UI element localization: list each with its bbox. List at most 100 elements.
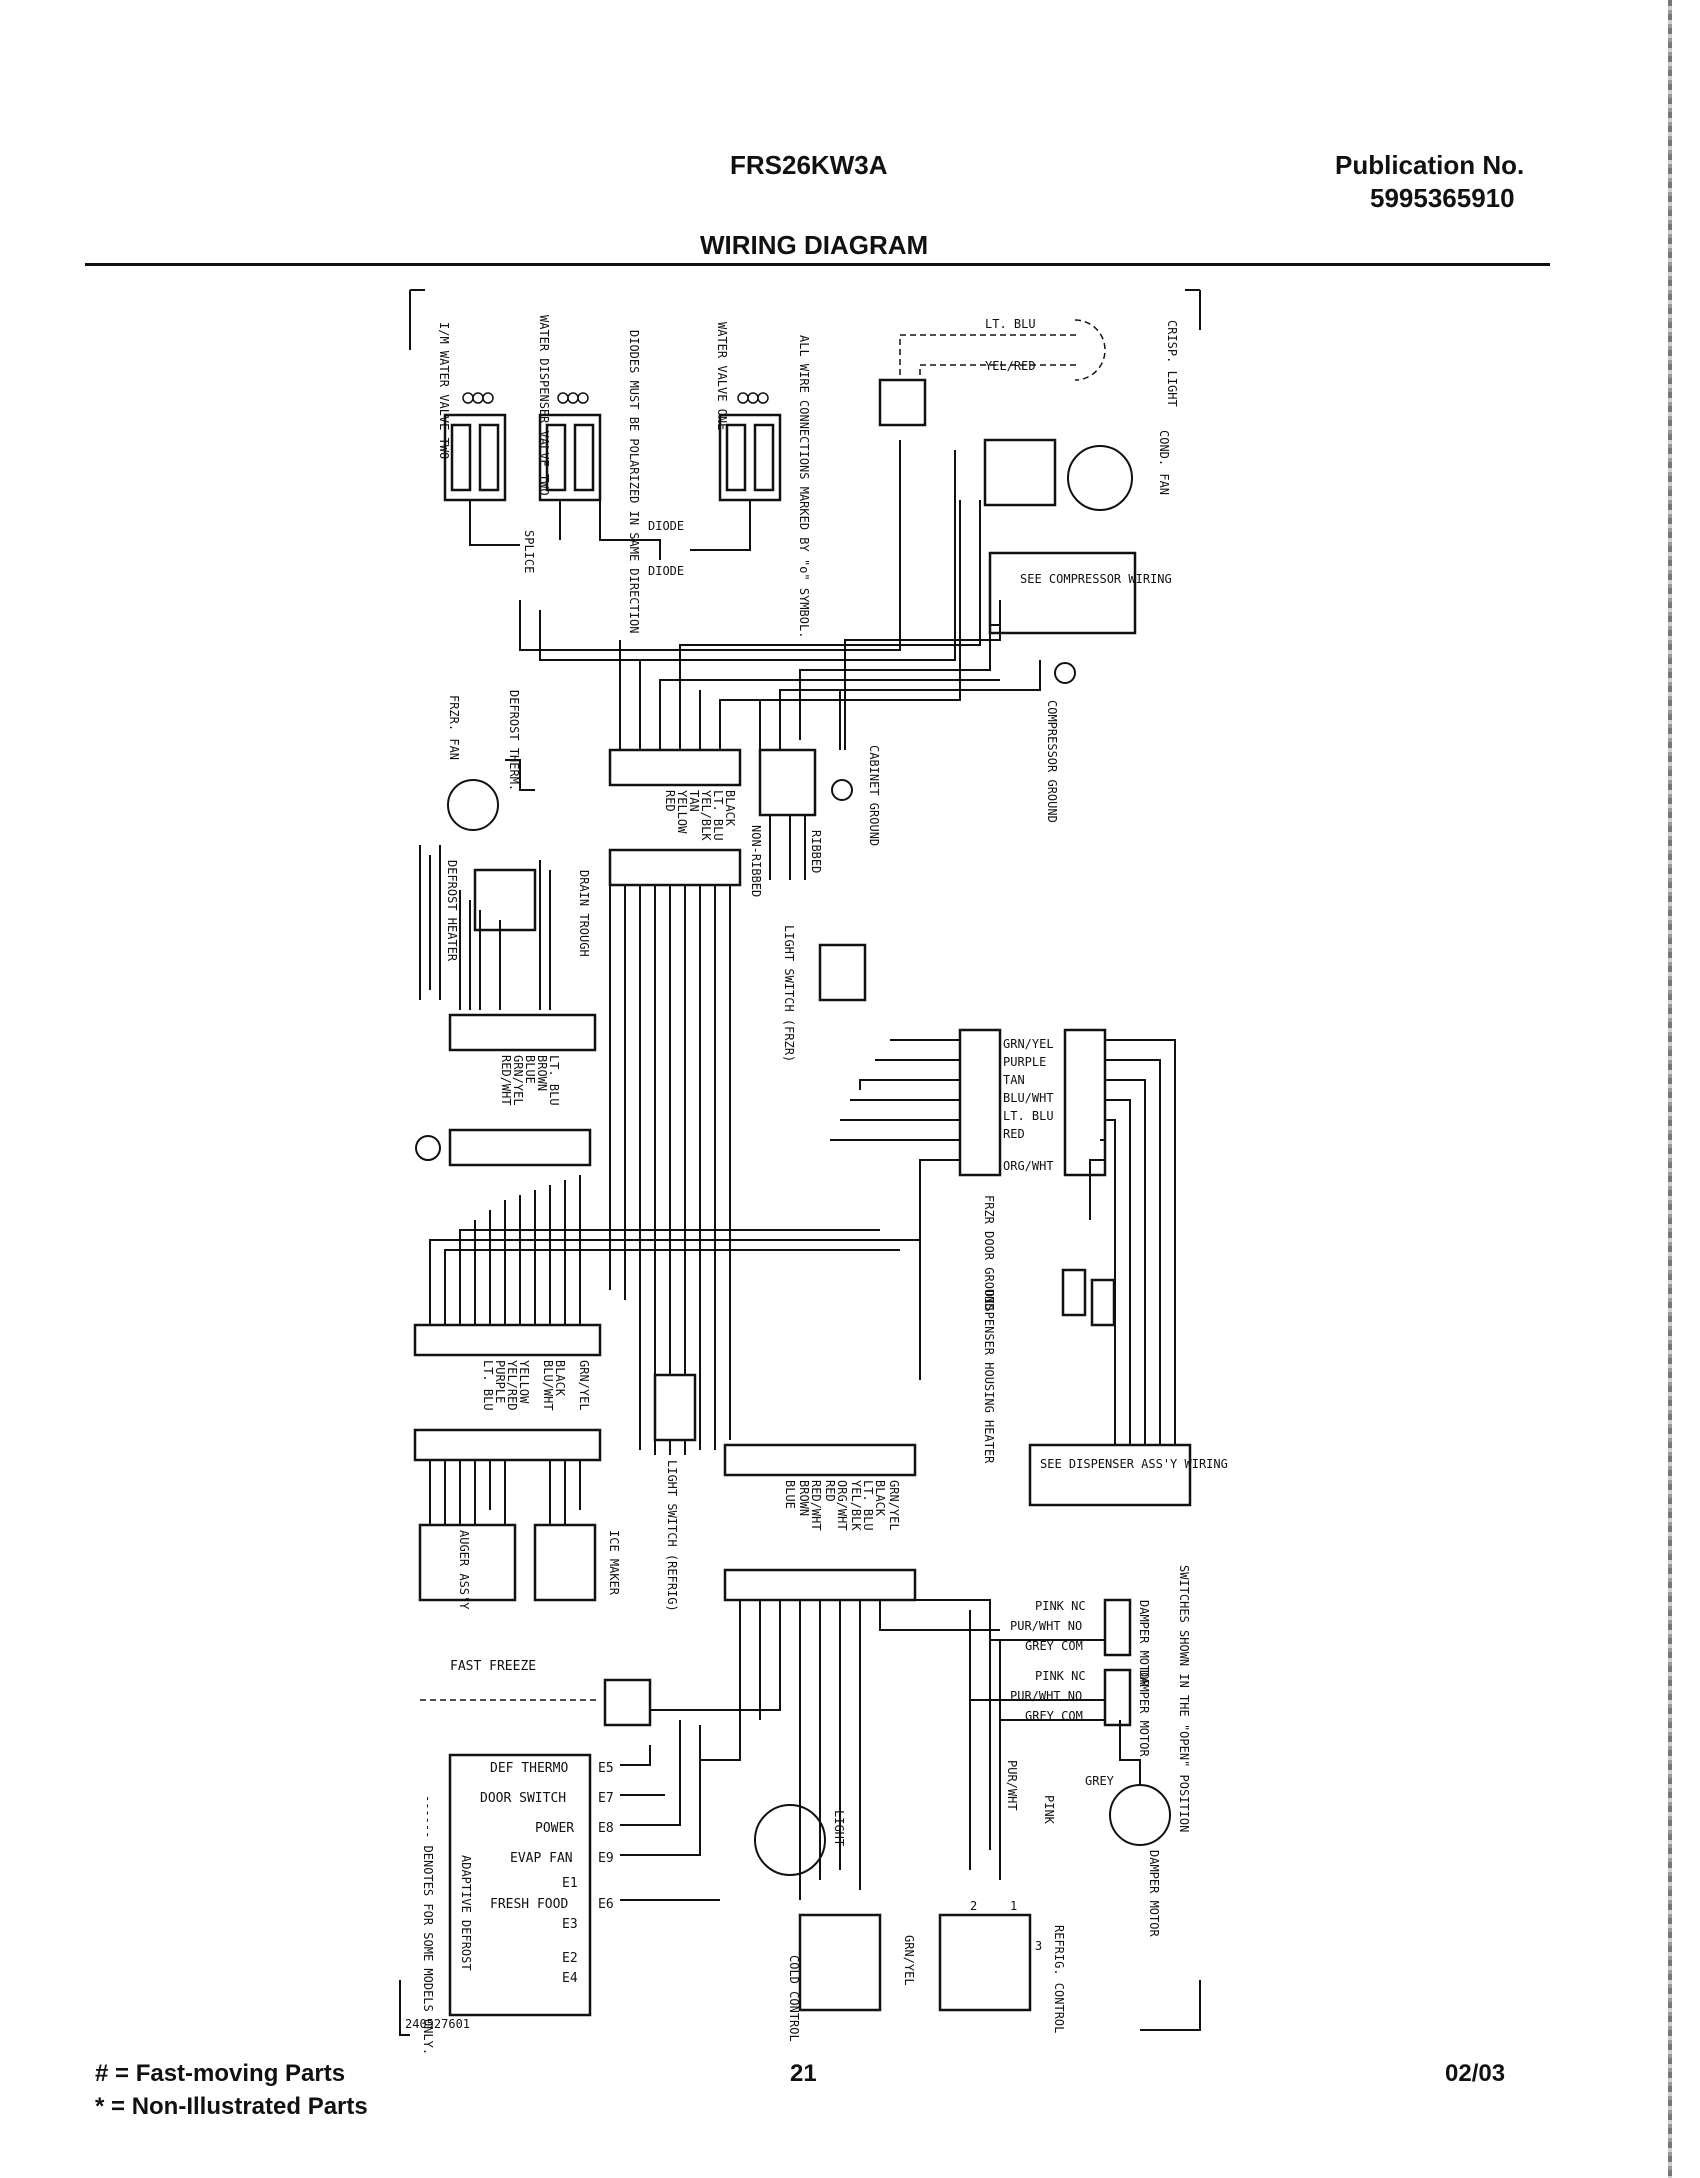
ribbed-leads bbox=[769, 815, 806, 880]
terminal-3: 3 bbox=[1035, 1939, 1042, 1953]
ice-maker-box bbox=[533, 1523, 597, 1602]
frame-corner-bl bbox=[399, 1980, 410, 2036]
svg-text:PUR/WHT NO: PUR/WHT NO bbox=[1010, 1619, 1082, 1633]
svg-text:PINK NC: PINK NC bbox=[1035, 1599, 1086, 1613]
splice-b bbox=[1090, 1278, 1116, 1327]
light-switch-frzr bbox=[818, 943, 867, 1002]
connector-mid-left-b bbox=[413, 1428, 602, 1462]
svg-text:POWER: POWER bbox=[535, 1821, 574, 1836]
legend-fast-moving: # = Fast-moving Parts bbox=[95, 2060, 346, 2087]
svg-text:YEL/BLK: YEL/BLK bbox=[849, 1480, 863, 1531]
svg-text:E8: E8 bbox=[598, 1821, 614, 1836]
diode-label-2: DIODE bbox=[648, 564, 684, 578]
damper-switch-block-b bbox=[1103, 1668, 1132, 1727]
scan-edge bbox=[1668, 0, 1672, 2178]
svg-text:RED: RED bbox=[1003, 1127, 1025, 1141]
svg-text:TAN: TAN bbox=[1003, 1073, 1025, 1087]
svg-text:E9: E9 bbox=[598, 1851, 614, 1866]
wire-yel-red: YEL/RED bbox=[985, 359, 1036, 373]
ice-maker-label: ICE MAKER bbox=[607, 1530, 621, 1596]
compressor-wiring-label: SEE COMPRESSOR WIRING bbox=[1020, 572, 1172, 586]
adaptive-defrost-terminals: DEF THERMO E5 DOOR SWITCH E7 POWER E8 EV… bbox=[480, 1761, 614, 1986]
publication-label: Publication No. bbox=[1335, 150, 1525, 180]
connector-right-b bbox=[1063, 1028, 1107, 1177]
light-label: LIGHT bbox=[832, 1810, 846, 1846]
im-valve bbox=[443, 392, 507, 502]
defrost-heater-element bbox=[419, 845, 441, 1000]
svg-text:GREY COM: GREY COM bbox=[1025, 1639, 1083, 1653]
fast-freeze-label: FAST FREEZE bbox=[450, 1659, 536, 1674]
svg-text:E3: E3 bbox=[562, 1917, 578, 1932]
header-rule bbox=[85, 263, 1550, 266]
damper-motor bbox=[1109, 1784, 1171, 1846]
svg-text:RED: RED bbox=[823, 1480, 837, 1502]
svg-text:GRN/YEL: GRN/YEL bbox=[511, 1055, 525, 1106]
part-number: 240527601 bbox=[405, 2017, 470, 2031]
svg-text:PURPLE: PURPLE bbox=[1003, 1055, 1046, 1069]
all-wire-note: ALL WIRE CONNECTIONS MARKED BY "o" SYMBO… bbox=[797, 335, 811, 638]
svg-text:PINK NC: PINK NC bbox=[1035, 1669, 1086, 1683]
denotes-note: ------ DENOTES FOR SOME MODELS ONLY. bbox=[421, 1795, 435, 2055]
svg-text:EVAP FAN: EVAP FAN bbox=[510, 1851, 573, 1866]
grey-wire-label: GREY bbox=[1085, 1774, 1115, 1788]
svg-text:TAN: TAN bbox=[687, 790, 701, 812]
dispenser-housing-heater-label: DISPENSER HOUSING HEATER bbox=[982, 1290, 996, 1464]
svg-text:E1: E1 bbox=[562, 1876, 578, 1891]
svg-text:GRN/YEL: GRN/YEL bbox=[577, 1360, 591, 1411]
frzr-door-ground-label: FRZR DOOR GROUND bbox=[982, 1195, 996, 1311]
svg-text:LT. BLU: LT. BLU bbox=[1003, 1109, 1054, 1123]
defrost-heater-label: DEFROST HEATER bbox=[445, 860, 459, 962]
adaptive-defrost-wiring bbox=[620, 1720, 720, 1901]
svg-text:E6: E6 bbox=[598, 1897, 614, 1912]
svg-text:E2: E2 bbox=[562, 1951, 578, 1966]
page-number: 21 bbox=[790, 2060, 817, 2087]
cold-control-label: COLD CONTROL bbox=[787, 1955, 801, 2042]
fast-freeze-connector bbox=[603, 1678, 652, 1727]
damper-switch-block-a bbox=[1103, 1598, 1132, 1657]
cond-fan-label: COND. FAN bbox=[1157, 430, 1171, 495]
svg-text:BLUE: BLUE bbox=[523, 1055, 537, 1084]
right-harness bbox=[1089, 1039, 1176, 1445]
svg-text:LT. BLU: LT. BLU bbox=[861, 1480, 875, 1531]
connector-mid-center bbox=[723, 1443, 917, 1477]
svg-text:BLACK: BLACK bbox=[873, 1480, 887, 1517]
connector-right-a bbox=[958, 1028, 1002, 1177]
right-harness-left bbox=[830, 1039, 960, 1380]
svg-text:YELLOW: YELLOW bbox=[675, 790, 689, 834]
svg-text:BROWN: BROWN bbox=[797, 1480, 811, 1516]
auger-wiring bbox=[429, 1460, 581, 1525]
svg-text:BLUE: BLUE bbox=[783, 1480, 797, 1509]
light-switch-refrig-label: LIGHT SWITCH (REFRIG) bbox=[665, 1460, 679, 1612]
light-switch-refrig bbox=[653, 1373, 697, 1442]
compressor-wiring-box bbox=[988, 551, 1137, 635]
frzr-fan-motor bbox=[447, 779, 499, 831]
svg-text:PURPLE: PURPLE bbox=[493, 1360, 507, 1403]
connector-lower bbox=[723, 1568, 917, 1602]
svg-text:E5: E5 bbox=[598, 1761, 614, 1776]
svg-text:BLU/WHT: BLU/WHT bbox=[1003, 1091, 1054, 1105]
crisp-connector bbox=[878, 378, 927, 427]
svg-text:DOOR SWITCH: DOOR SWITCH bbox=[480, 1791, 566, 1806]
legend-non-illustrated: * = Non-Illustrated Parts bbox=[95, 2093, 368, 2120]
model-number: FRS26KW3A bbox=[730, 150, 888, 180]
frzr-fan-connector bbox=[473, 868, 537, 932]
svg-text:DEF THERMO: DEF THERMO bbox=[490, 1761, 568, 1776]
wire-lt-blu: LT. BLU bbox=[985, 317, 1036, 331]
svg-text:RED: RED bbox=[663, 790, 677, 812]
auger-assy-label: AUGER ASS'Y bbox=[457, 1530, 471, 1610]
lower-harness bbox=[640, 1600, 1000, 1900]
damper-switches-lower: PINK NC PUR/WHT NO GREY COM bbox=[1010, 1669, 1086, 1723]
pur-wht-wire-label: PUR/WHT bbox=[1005, 1760, 1019, 1811]
splice-a bbox=[1061, 1268, 1087, 1317]
dispenser-valve-label: WATER DISPENSER VALVE TWO bbox=[537, 315, 551, 496]
terminal-1: 1 bbox=[1010, 1899, 1017, 1913]
cond-fan-motor bbox=[1067, 445, 1133, 511]
connector-mid-left-a bbox=[413, 1323, 602, 1357]
damper-switches-upper: PINK NC PUR/WHT NO GREY COM bbox=[1010, 1599, 1086, 1653]
svg-text:RED/WHT: RED/WHT bbox=[499, 1055, 513, 1106]
page-title: WIRING DIAGRAM bbox=[700, 230, 929, 260]
ribbed-label: RIBBED bbox=[809, 830, 823, 873]
publication-date: 02/03 bbox=[1445, 2060, 1506, 2087]
svg-text:GRN/YEL: GRN/YEL bbox=[1003, 1037, 1054, 1051]
svg-text:ORG/WHT: ORG/WHT bbox=[1003, 1159, 1054, 1173]
